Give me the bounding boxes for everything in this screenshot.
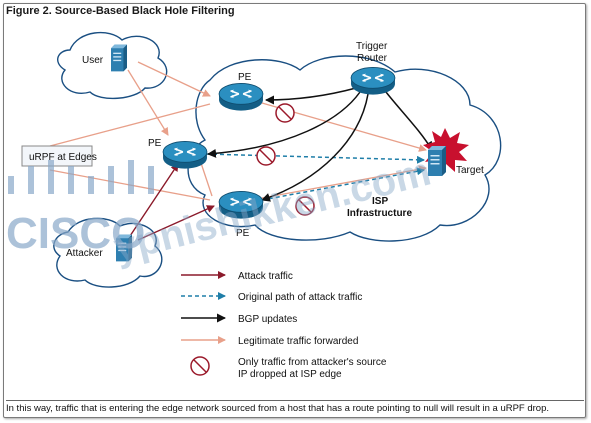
figure-frame xyxy=(3,3,586,418)
watermark-brand: CISCO xyxy=(6,209,145,258)
block-icon-mid xyxy=(256,146,276,166)
isp-label-1: ISP xyxy=(372,196,388,207)
legend-bgp-label: BGP updates xyxy=(238,314,297,325)
target-server xyxy=(428,146,446,176)
legend-original-label: Original path of attack traffic xyxy=(238,292,362,303)
user-label: User xyxy=(82,55,104,66)
figure-caption: In this way, traffic that is entering th… xyxy=(6,400,584,414)
isp-label-2: Infrastructure xyxy=(347,208,412,219)
pe-mid-label: PE xyxy=(148,138,162,149)
target-label: Target xyxy=(456,165,484,176)
trigger-router xyxy=(350,66,396,96)
urpf-box xyxy=(21,145,93,167)
legend-legit-label: Legitimate traffic forwarded xyxy=(238,336,358,347)
attacker-label: Attacker xyxy=(66,248,103,259)
user-server xyxy=(111,44,127,72)
pe-mid-router xyxy=(162,140,208,170)
target-starburst xyxy=(423,128,469,172)
pe-bottom-label: PE xyxy=(236,228,250,239)
pe-top-label: PE xyxy=(238,72,252,83)
figure-title: Figure 2. Source-Based Black Hole Filter… xyxy=(6,5,235,17)
block-icon-top xyxy=(275,103,295,123)
legend: Attack traffic Original path of attack t… xyxy=(181,271,387,380)
legend-dropped-label-1: Only traffic from attacker's source xyxy=(238,357,387,368)
pe-top-router xyxy=(218,82,264,112)
cisco-watermark: CISCO xyxy=(6,160,154,258)
attacker-cloud xyxy=(53,217,163,288)
trigger-label-1: Trigger xyxy=(356,41,388,52)
legend-attack-label: Attack traffic xyxy=(238,271,293,282)
legend-block-icon xyxy=(190,356,210,376)
legend-dropped-label-2: IP dropped at ISP edge xyxy=(238,369,342,380)
block-icon-bottom xyxy=(295,196,315,216)
trigger-label-2: Router xyxy=(357,53,388,64)
urpf-label: uRPF at Edges xyxy=(29,152,97,163)
